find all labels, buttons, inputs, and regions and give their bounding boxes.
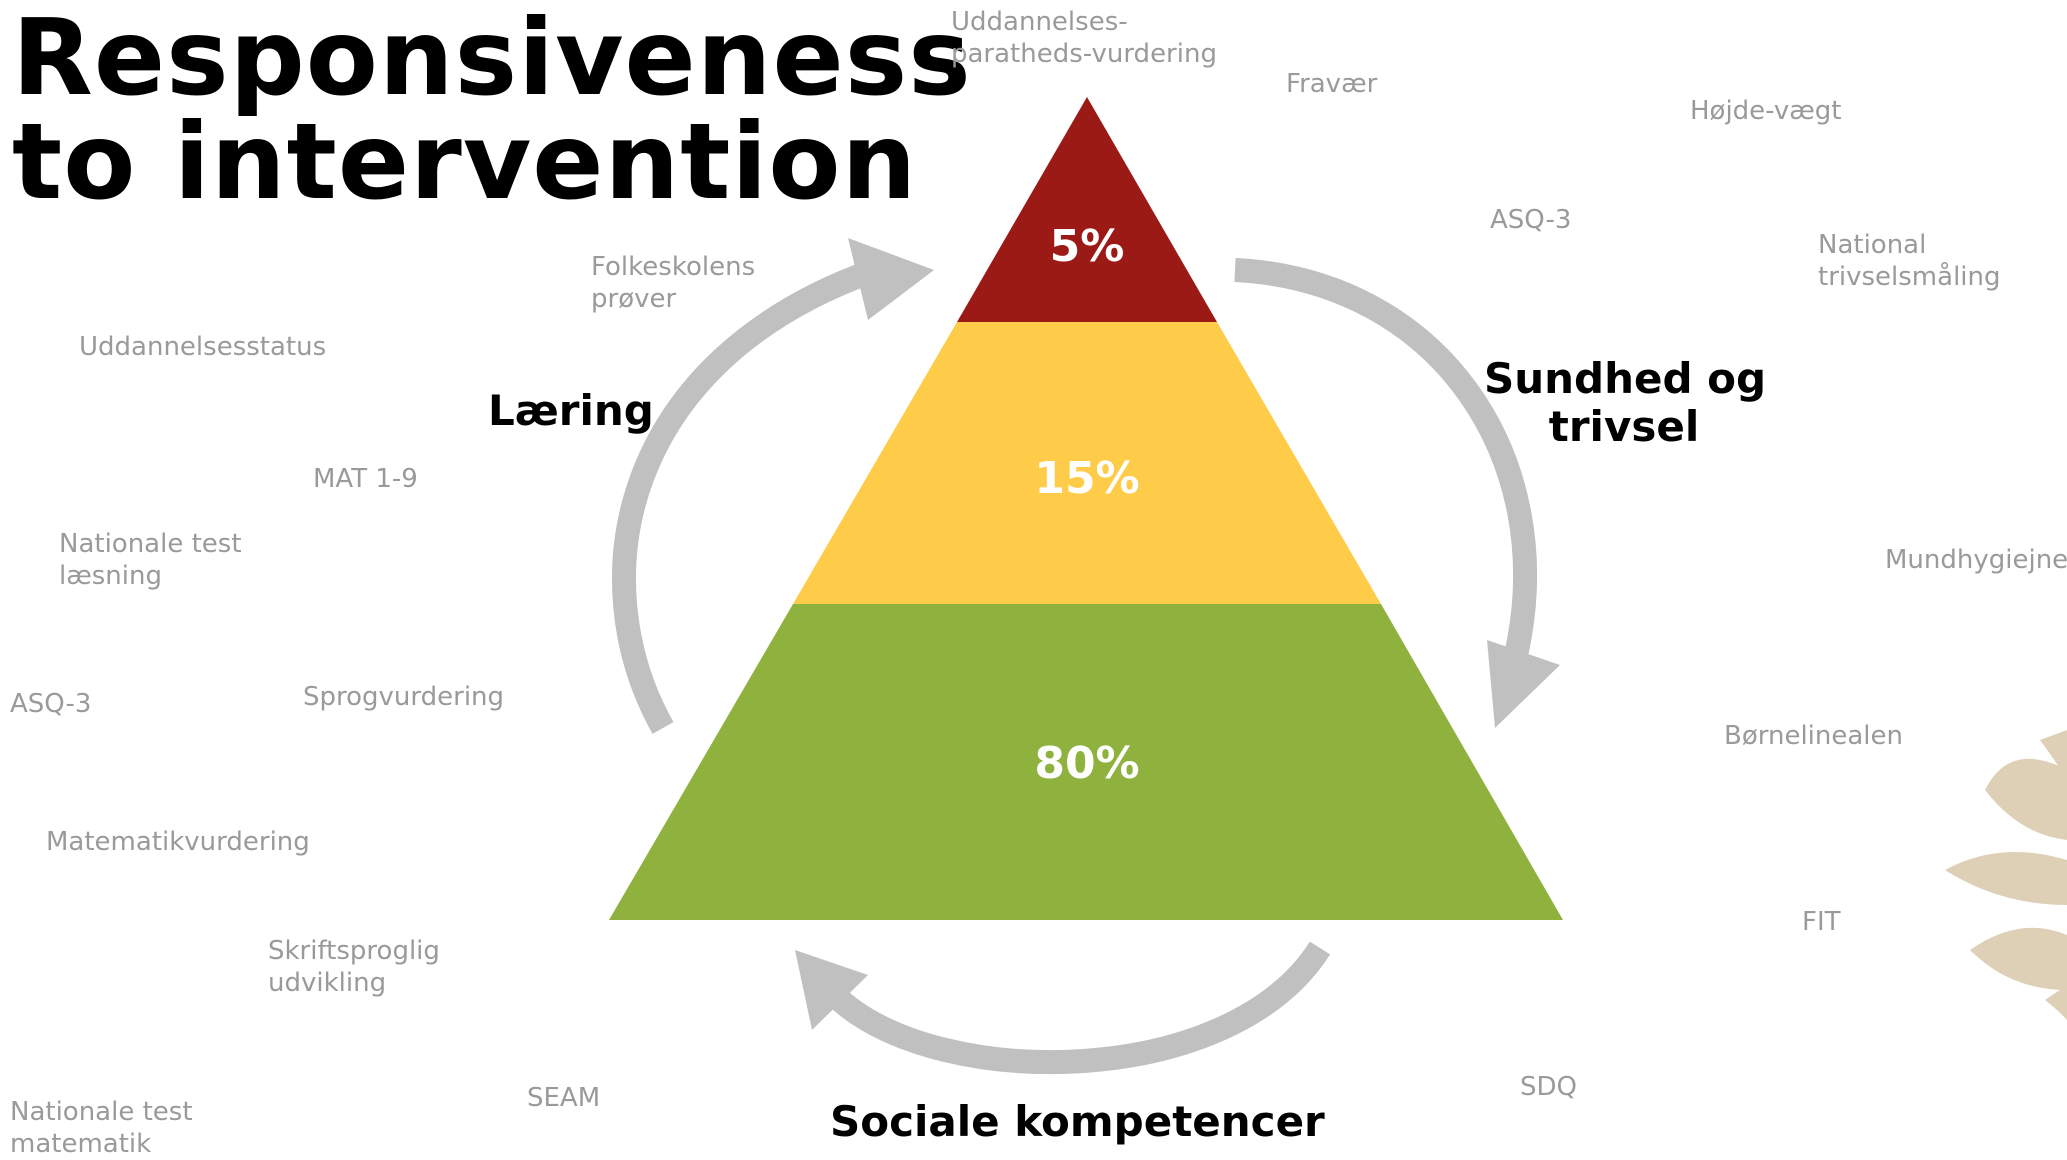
tool-folkeskolens-line1: Folkeskolens: [591, 252, 756, 282]
tool-folkeskolens-line2: prøver: [591, 284, 677, 314]
tool-uddannelsesparathed-line2: paratheds-vurdering: [951, 39, 1217, 69]
tool-skrift-line1: Skriftsproglig: [268, 936, 440, 966]
tool-nat-laesning-line2: læsning: [59, 561, 162, 591]
tool-national-trivselsmaaling: National trivselsmåling: [1818, 229, 2001, 293]
tool-uddannelsesstatus: Uddannelsesstatus: [79, 332, 327, 362]
tool-nat-mat-line2: matematik: [10, 1129, 152, 1159]
tool-matematikvurdering: Matematikvurdering: [46, 827, 310, 857]
arrow-sundhed: [1234, 258, 1560, 728]
tool-asq3-left: ASQ-3: [10, 689, 92, 719]
tool-nat-mat-line1: Nationale test: [10, 1097, 193, 1127]
pct-label-middle: 15%: [1034, 453, 1139, 504]
arrow-sociale: [795, 941, 1331, 1075]
tool-skriftsproglig-udvikling: Skriftsproglig udvikling: [268, 935, 440, 999]
tool-bornelinealen: Børnelinealen: [1724, 721, 1904, 751]
tool-uddannelsesparathed-line1: Uddannelses-: [951, 7, 1128, 37]
label-sundhed-line1: Sundhed og: [1484, 354, 1767, 403]
tool-nationale-test-matematik: Nationale test matematik: [10, 1096, 193, 1160]
tool-skrift-line2: udvikling: [268, 968, 387, 998]
title-line-1: Responsiveness: [12, 0, 972, 119]
tool-mat-1-9: MAT 1-9: [313, 464, 418, 494]
tool-national-line1: National: [1818, 230, 1927, 260]
tool-national-line2: trivselsmåling: [1818, 262, 2001, 292]
tool-folkeskolens-prover: Folkeskolens prøver: [591, 251, 755, 315]
tool-hojde-vaegt: Højde-vægt: [1690, 96, 1842, 126]
tool-asq3-right: ASQ-3: [1490, 205, 1572, 235]
arrow-laering: [612, 238, 934, 734]
pct-label-bottom: 80%: [1034, 738, 1139, 789]
tool-uddannelsesparathed: Uddannelses- paratheds-vurdering: [951, 6, 1217, 70]
leaf-decoration: [1945, 730, 2067, 1020]
tool-sdq: SDQ: [1520, 1072, 1577, 1102]
tool-nationale-test-laesning: Nationale test læsning: [59, 528, 242, 592]
label-sociale: Sociale kompetencer: [830, 1097, 1325, 1146]
pyramid-tier-bottom: [609, 604, 1563, 920]
label-laering: Læring: [488, 386, 654, 435]
tool-nat-laesning-line1: Nationale test: [59, 529, 242, 559]
title-line-2: to intervention: [12, 101, 918, 223]
tool-mundhygiejne: Mundhygiejne: [1885, 545, 2067, 575]
tool-sprogvurdering: Sprogvurdering: [303, 682, 505, 712]
tool-seam: SEAM: [527, 1083, 601, 1113]
tool-fravaer: Fravær: [1286, 69, 1378, 99]
pyramid-tier-middle: [793, 322, 1381, 604]
pyramid-tier-top: [957, 97, 1217, 322]
label-sundhed-line2: trivsel: [1548, 402, 1700, 451]
page-title: Responsiveness to intervention: [12, 0, 972, 223]
tool-fit: FIT: [1802, 907, 1841, 937]
pct-label-top: 5%: [1050, 221, 1125, 272]
label-sundhed: Sundhed og trivsel: [1484, 354, 1767, 451]
